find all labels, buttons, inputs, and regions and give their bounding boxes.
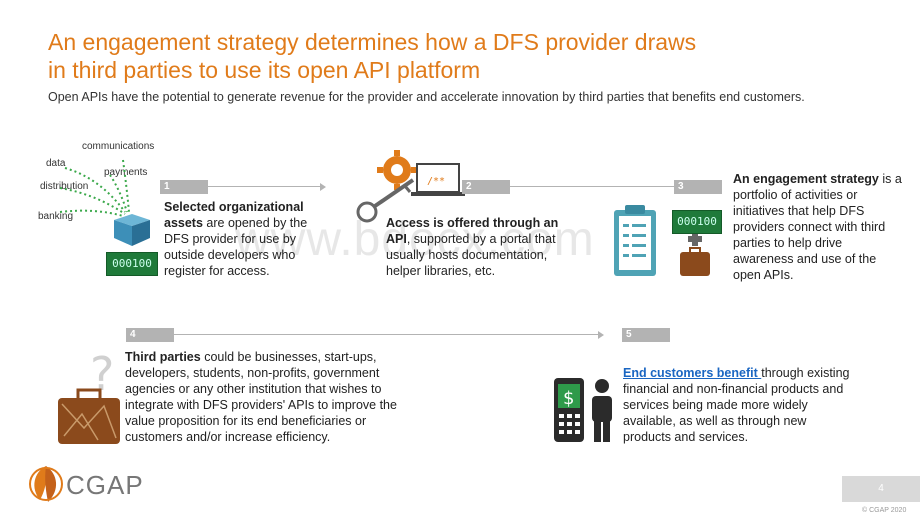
step-5-bar: 5 [622,328,670,342]
asset-lines-icon [59,159,130,217]
open-box-icon [114,214,150,246]
page-title: An engagement strategy determines how a … [48,29,697,83]
step-4-bar: 4 [126,328,174,342]
step-1-arrow [208,186,320,187]
banknote-icon: 000100 [106,252,158,276]
label-distribution: distribution [40,181,89,192]
banknote-icon-2: 000100 [672,210,722,234]
step-4-text: Third parties could be businesses, start… [125,350,397,444]
step-5-text: End customers benefit through existing f… [623,366,850,444]
clipboard-icon [614,205,710,276]
end-customers-link[interactable]: End customers benefit [623,366,762,380]
code-text: /** [427,176,445,187]
cgap-logo-icon [29,466,63,502]
page-subtitle: Open APIs have the potential to generate… [48,90,805,104]
svg-text:$: $ [563,388,574,409]
step-1-text: Selected organizational assets are opene… [164,200,308,278]
label-data: data [46,158,66,169]
label-banking: banking [38,211,74,222]
briefcase-question-icon: ? [58,350,120,444]
step-2-arrow [510,186,676,187]
step-2-bar: 2 [462,180,510,194]
copyright: © CGAP 2020 [862,507,907,514]
step-4-arrowhead [598,331,604,339]
step-4-arrow [174,334,598,335]
cgap-logo-text: CGAP [66,470,144,500]
label-payments: payments [104,167,148,178]
step-3-text: An engagement strategy is a portfolio of… [733,172,902,282]
step-1-arrowhead [320,183,326,191]
svg-text:?: ? [90,350,114,401]
label-communications: communications [82,141,155,152]
api-key-icon: /** [356,150,465,223]
watermark: www.bdocx.com [235,213,595,266]
page-number: 4 [842,476,920,502]
step-3-bar: 3 [674,180,722,194]
step-1-bar: 1 [160,180,208,194]
step-2-text: Access is offered through an API, suppor… [386,216,559,278]
mobile-money-person-icon: $ [554,378,612,442]
